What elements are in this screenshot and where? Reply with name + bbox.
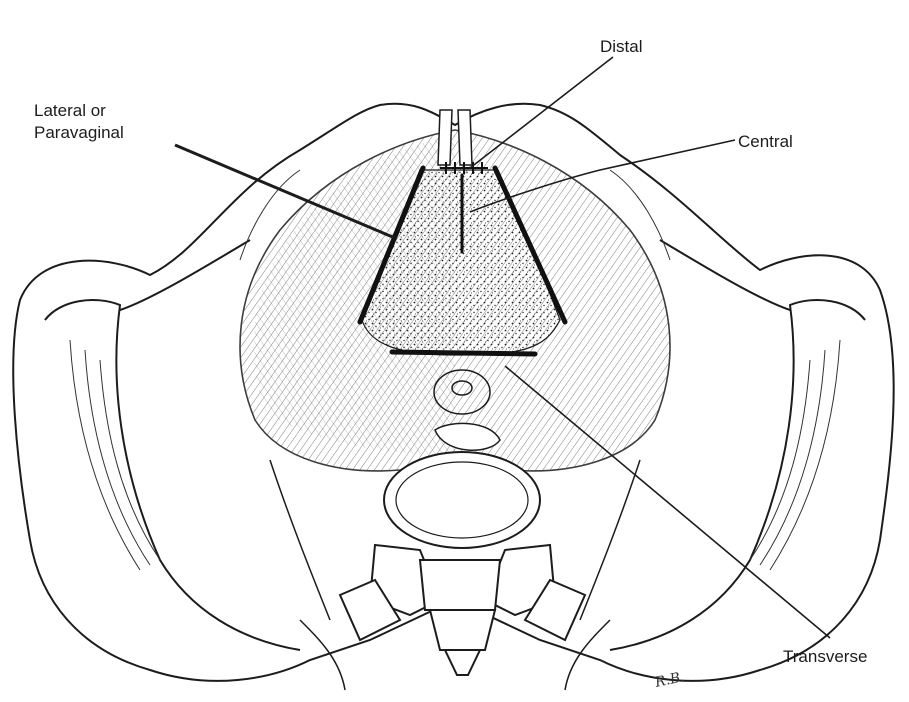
transverse-defect-line [392, 352, 535, 354]
transverse-label: Transverse [783, 646, 867, 667]
lateral-label-line1: Lateral or [34, 100, 106, 121]
sacrum [340, 452, 585, 675]
central-label: Central [738, 131, 793, 152]
lateral-label-line2: Paravaginal [34, 122, 124, 143]
distal-leader-line [470, 57, 613, 168]
distal-label: Distal [600, 36, 643, 57]
